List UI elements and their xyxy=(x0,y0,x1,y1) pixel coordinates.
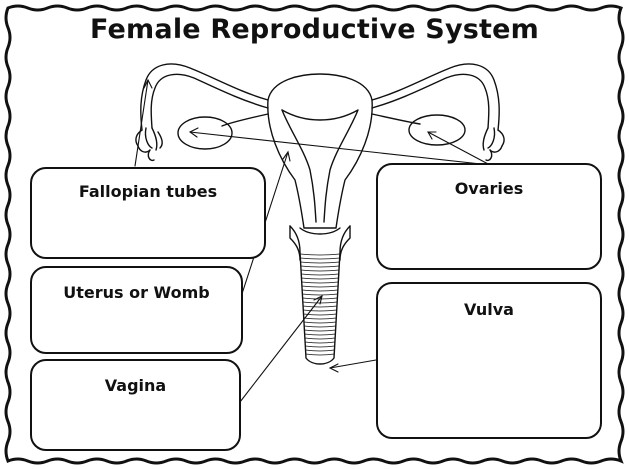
vagina-label: Vagina xyxy=(104,376,167,395)
fallopian-tubes-box[interactable]: Fallopian tubes xyxy=(30,167,266,259)
vagina-box[interactable]: Vagina xyxy=(30,359,241,451)
wavy-border xyxy=(4,4,625,465)
vulva-label: Vulva xyxy=(464,300,514,319)
uterus-box[interactable]: Uterus or Womb xyxy=(30,266,243,354)
fallopian-tubes-label: Fallopian tubes xyxy=(78,182,218,201)
ovaries-box[interactable]: Ovaries xyxy=(376,163,602,270)
page-title: Female Reproductive System xyxy=(90,14,539,45)
uterus-label: Uterus or Womb xyxy=(63,283,210,302)
vulva-box[interactable]: Vulva xyxy=(376,282,602,439)
ovaries-label: Ovaries xyxy=(454,179,524,198)
